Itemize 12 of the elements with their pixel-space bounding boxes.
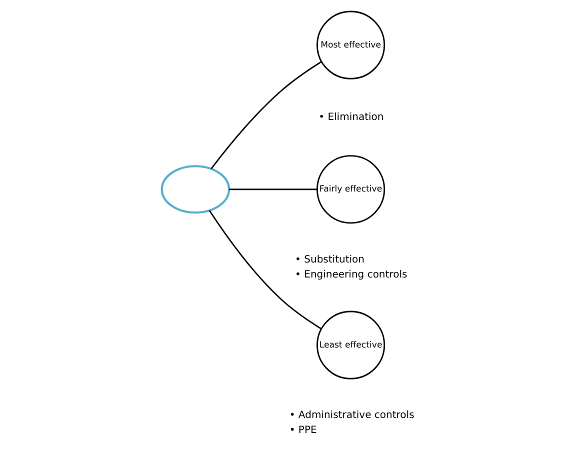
node-ellipse <box>160 165 230 214</box>
node-label: • Engineering controls <box>295 269 408 280</box>
node-circle: Most effective <box>316 10 386 80</box>
node-label: • Elimination <box>318 112 384 124</box>
node-label: • Administrative controls <box>289 410 414 422</box>
node-label: • PPE <box>289 425 317 436</box>
node-circle: Fairly effective <box>316 155 386 224</box>
node-label: • Substitution <box>295 254 365 266</box>
connector <box>210 61 322 170</box>
connector <box>208 210 322 330</box>
node-circle: Least effective <box>316 310 386 380</box>
connector <box>229 188 318 190</box>
